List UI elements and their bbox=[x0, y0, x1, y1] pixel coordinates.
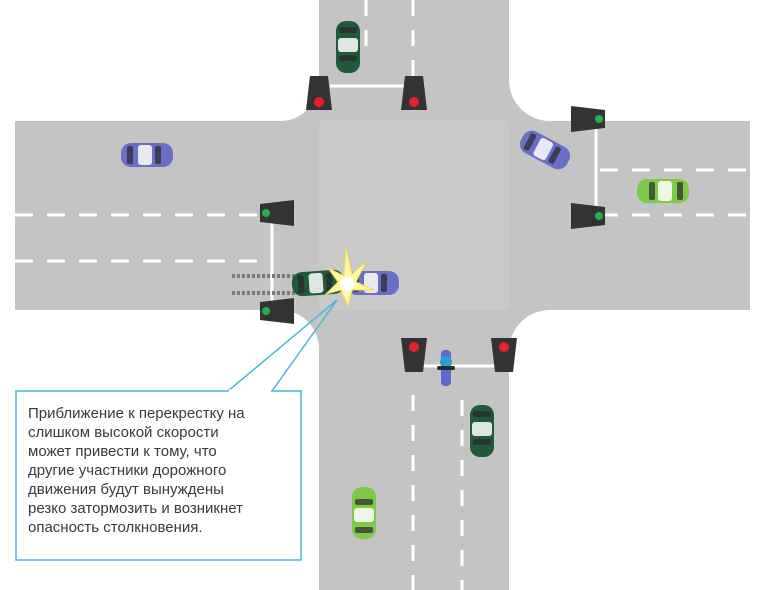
callout-line: другие участники дорожного bbox=[28, 462, 227, 479]
north-car bbox=[336, 21, 360, 73]
traffic-light-north-left bbox=[306, 76, 332, 110]
collision-burst bbox=[324, 247, 375, 308]
skid-marks bbox=[232, 274, 300, 295]
south-car-dark bbox=[470, 405, 494, 457]
callout-box bbox=[15, 299, 338, 561]
east-car bbox=[637, 179, 689, 203]
callout-line: резко затормозить и возникнет bbox=[28, 500, 243, 517]
callout-line: движения будут вынуждены bbox=[28, 481, 224, 498]
callout-line: Приближение к перекрестку на bbox=[28, 405, 245, 422]
callout-line: может привести к тому, что bbox=[28, 443, 217, 460]
callout-text: Приближение к перекрестку на слишком выс… bbox=[28, 404, 290, 537]
motorcycle bbox=[437, 350, 455, 386]
traffic-light-north-right bbox=[401, 76, 427, 110]
traffic-light-west-top bbox=[260, 200, 294, 226]
south-car-light bbox=[352, 487, 376, 539]
traffic-light-west-bottom bbox=[260, 298, 294, 324]
traffic-light-south-right bbox=[491, 338, 517, 372]
callout-line: слишком высокой скорости bbox=[28, 424, 219, 441]
traffic-light-south-left bbox=[401, 338, 427, 372]
traffic-light-east-top bbox=[571, 106, 605, 132]
west-top-car bbox=[121, 143, 173, 167]
lane-markings bbox=[15, 0, 750, 590]
callout-line: опасность столкновения. bbox=[28, 519, 203, 536]
traffic-light-east-bottom bbox=[571, 203, 605, 229]
